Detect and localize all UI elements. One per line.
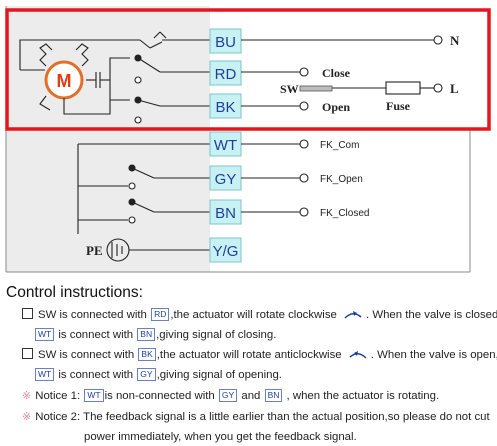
terminal-bk-label: BK <box>215 99 235 116</box>
wiring-diagram: M PE BU RD BK WT GY <box>5 6 491 273</box>
terminal-bu-label: BU <box>215 34 236 51</box>
text: . When the valve is closed, <box>366 309 497 321</box>
wire-tag: GY <box>218 389 238 402</box>
terminal-rd-label: RD <box>215 66 237 83</box>
fk-open-label: FK_Open <box>320 174 363 185</box>
wire-tag: WT <box>84 389 104 402</box>
terminal-bu <box>209 28 242 54</box>
text: . When the valve is open, <box>370 349 497 361</box>
wire-tag: BN <box>264 389 283 402</box>
terminal-block: BU RD BK WT GY BN Y/G <box>209 28 242 263</box>
text: Notice 2: The feedback signal is a littl… <box>35 411 490 423</box>
wire-tag: GY <box>137 368 156 381</box>
text: ,the actuator will rotate anticlockwise <box>156 349 342 361</box>
text: ,giving signal of closing. <box>156 329 277 341</box>
instruction-line-3: SW is connect with BK,the actuator will … <box>22 348 497 362</box>
text: is connect with <box>58 329 134 341</box>
terminal-wt-label: WT <box>214 137 237 154</box>
text: ,the actuator will rotate clockwise <box>170 309 337 321</box>
text: power immediately, when you get the feed… <box>84 431 357 443</box>
wire-tag: BK <box>138 348 156 361</box>
l-label: L <box>450 81 459 96</box>
diagram-background <box>6 6 210 272</box>
text: Notice 1: <box>35 390 81 402</box>
text: ,giving signal of opening. <box>156 369 282 381</box>
fuse-label: Fuse <box>386 99 411 113</box>
wire-tag: WT <box>35 328 55 341</box>
text: is connect with <box>58 369 134 381</box>
ground-symbol <box>106 238 210 262</box>
text: , when the actuator is rotating. <box>286 390 440 402</box>
motor-circuit <box>19 31 210 124</box>
anticlockwise-arrow-icon <box>349 351 367 359</box>
instruction-line-1: SW is connected with RD,the actuator wil… <box>22 308 497 322</box>
sw-label: SW <box>280 82 299 96</box>
terminal-gy <box>209 165 242 191</box>
text: SW is connect with <box>38 349 135 361</box>
highlight-frame <box>5 8 491 131</box>
text: is non-connected with <box>104 390 215 402</box>
terminal-bk <box>209 93 242 119</box>
pe-label: PE <box>86 243 103 258</box>
notice-mark-icon: ※ <box>22 390 32 402</box>
sw-bar <box>299 85 333 92</box>
motor-letter: M <box>57 71 72 91</box>
terminal-yg <box>209 237 242 263</box>
instructions-heading: Control instructions: <box>6 284 143 301</box>
checkbox-icon <box>22 348 33 359</box>
notice-mark-icon: ※ <box>22 411 32 423</box>
instruction-line-2: WT is connect with BN,giving signal of c… <box>34 328 276 342</box>
close-label: Close <box>322 66 351 80</box>
wire-tag: RD <box>151 308 170 321</box>
checkbox-icon <box>22 308 33 319</box>
terminal-gy-label: GY <box>215 171 237 188</box>
feedback-circuit <box>77 143 210 234</box>
open-label: Open <box>322 100 350 114</box>
instruction-line-4: WT is connect with GY,giving signal of o… <box>34 368 282 382</box>
text: SW is connected with <box>38 309 147 321</box>
terminal-bn <box>209 199 242 225</box>
terminal-wt <box>209 131 242 157</box>
fuse-symbol <box>385 81 421 95</box>
right-wiring <box>241 35 443 217</box>
clockwise-arrow-icon <box>344 311 362 319</box>
fk-closed-label: FK_Closed <box>320 208 369 219</box>
notice-2-continued: power immediately, when you get the feed… <box>84 430 357 444</box>
text: and <box>241 390 261 402</box>
fk-com-label: FK_Com <box>320 140 359 151</box>
terminal-bn-label: BN <box>215 205 236 222</box>
terminal-rd <box>209 60 242 86</box>
wire-tag: WT <box>35 368 55 381</box>
wire-tag: BN <box>137 328 156 341</box>
n-label: N <box>450 33 460 48</box>
notice-2: ※Notice 2: The feedback signal is a litt… <box>22 410 490 424</box>
terminal-yg-label: Y/G <box>213 243 239 260</box>
